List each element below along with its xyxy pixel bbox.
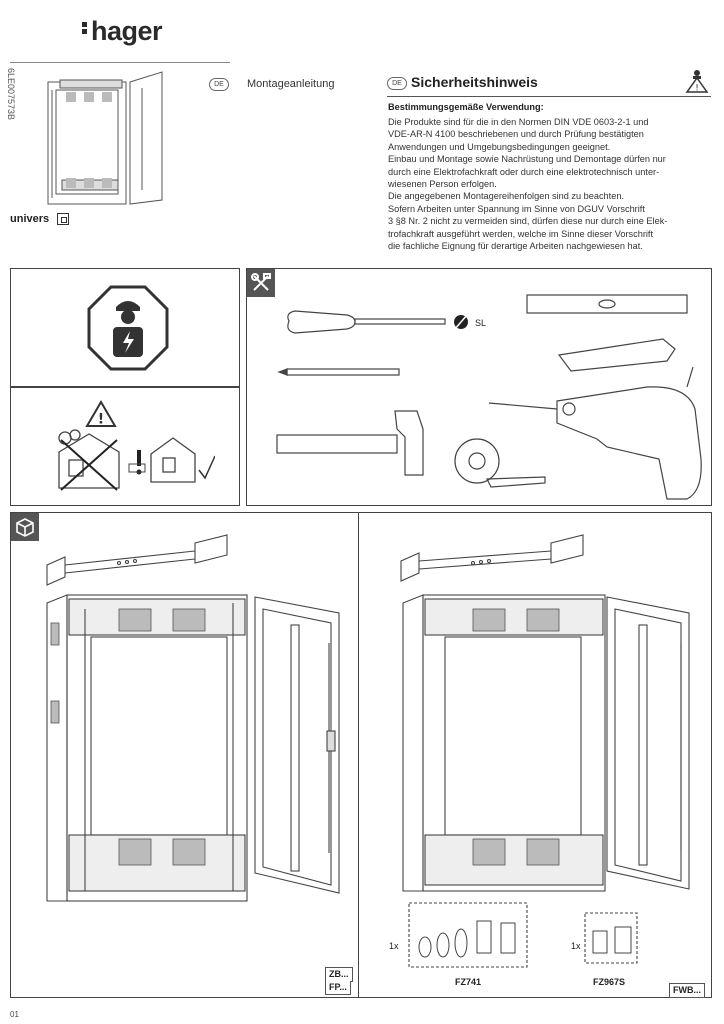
product-line: univers xyxy=(10,213,50,225)
safety-line: Sofern Arbeiten unter Spannung im Sinne … xyxy=(388,203,645,214)
cabinet-illustration-left xyxy=(46,534,340,902)
brand-logo: hager xyxy=(82,16,163,47)
language-badge: DE xyxy=(209,78,229,91)
document-type: Montageanleitung xyxy=(247,78,335,90)
brand-name: hager xyxy=(91,16,163,46)
header-divider xyxy=(10,62,230,63)
safety-line: wiesenen Person erfolgen. xyxy=(388,179,497,190)
screwdriver-slot-label: SL xyxy=(475,318,487,328)
safety-title: Sicherheitshinweis xyxy=(411,74,538,90)
electrician-warning-icon: ! xyxy=(685,70,709,94)
safety-subtitle: Bestimmungsgemäße Verwendung: xyxy=(388,102,544,112)
safety-line: Die Produkte sind für die in den Normen … xyxy=(388,117,649,127)
contents-panel-left: ZB... FP... xyxy=(10,512,359,998)
accessory-2-quantity: 1x xyxy=(571,941,581,951)
part-label-fp: FP... xyxy=(325,981,351,995)
safety-line: 3 §8 Nr. 2 nicht zu vermeiden sind, dürf… xyxy=(388,216,668,227)
safety-line: Einbau und Montage sowie Nachrüstung und… xyxy=(388,154,666,165)
safety-body: Die Produkte sind für die in den Normen … xyxy=(388,116,714,252)
svg-text:!: ! xyxy=(98,412,104,428)
safety-line: die fachliche Eignung für derartige Arbe… xyxy=(388,241,643,252)
accessory-1-code: FZ741 xyxy=(455,977,482,987)
voltage-free-illustration: ! xyxy=(58,400,215,491)
electrician-panel xyxy=(10,268,240,387)
package-icon xyxy=(11,513,39,541)
double-insulation-icon xyxy=(57,213,69,225)
safety-divider xyxy=(387,96,711,97)
accessory-2-code: FZ967S xyxy=(593,977,626,987)
contents-panel-right: 1x FZ741 1x FZ967S FWB... xyxy=(359,512,712,998)
safety-line: durch eine Elektrofachkraft oder durch e… xyxy=(388,166,660,177)
tools-illustration xyxy=(276,294,702,500)
accessory-1-quantity: 1x xyxy=(389,941,399,951)
document-number: 6LE007573B xyxy=(6,68,16,121)
part-label-zb: ZB... xyxy=(325,967,353,982)
logo-dots xyxy=(82,20,88,36)
electrician-icon xyxy=(87,285,169,371)
safety-line: trofachkraft ausgeführt werden, welche i… xyxy=(388,228,654,239)
safety-line: Die angegebenen Montagereihenfolgen sind… xyxy=(388,191,624,202)
safety-line: VDE-AR-N 4100 beschriebenen und durch Pr… xyxy=(388,129,644,140)
safety-language-badge: DE xyxy=(387,77,407,90)
part-label-fwb: FWB... xyxy=(669,983,705,998)
tools-icon xyxy=(247,269,275,297)
cabinet-illustration-right xyxy=(400,534,690,968)
svg-text:!: ! xyxy=(695,84,699,94)
safety-line: Anwendungen und Umgebungsbedingungen gee… xyxy=(388,141,611,152)
cabinet-thumbnail xyxy=(47,71,163,205)
disconnect-panel: ! xyxy=(10,387,240,506)
tools-panel: SL xyxy=(246,268,712,506)
page-number: 01 xyxy=(10,1010,19,1019)
